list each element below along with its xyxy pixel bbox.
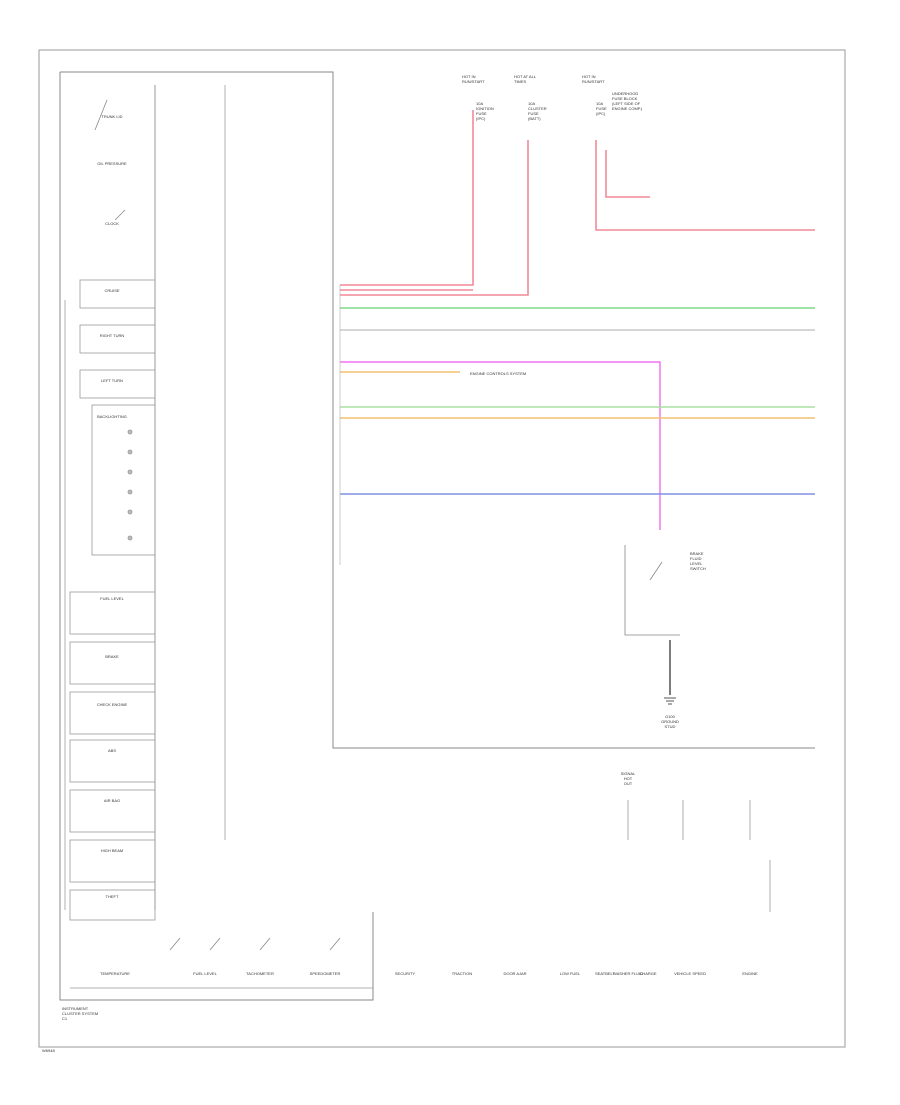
fuse-label-0: IGNITION xyxy=(476,106,494,111)
fuse-label-0: FUSE xyxy=(476,111,487,116)
fuse-note-2: (LEFT SIDE OF xyxy=(612,101,641,106)
left-component-4: RIGHT TURN xyxy=(100,333,125,338)
left-component-11: AIR BAG xyxy=(104,798,120,803)
ground-label: STUD xyxy=(665,724,676,729)
bottom-gauge-3: SPEEDOMETER xyxy=(310,971,341,976)
brake-switch-label: SWITCH xyxy=(690,566,706,571)
left-component-1: OIL PRESSURE xyxy=(97,161,127,166)
left-component-8: BRAKE xyxy=(105,654,119,659)
cluster-outline xyxy=(59,72,374,1001)
fuse-name-2: RUN/START xyxy=(582,79,605,84)
fuse-note-2: ENGINE COMP.) xyxy=(612,106,643,111)
left-component-10: ABS xyxy=(108,748,116,753)
bottom-indicator-4: SEATBELT xyxy=(595,971,615,976)
footer-id: W6948 xyxy=(42,1048,55,1053)
brake-switch-label: BRAKE xyxy=(690,551,704,556)
ground-icon xyxy=(664,697,676,705)
left-component-13: THEFT xyxy=(106,894,119,899)
bottom-indicator-2: DOOR AJAR xyxy=(503,971,526,976)
fuse-label-0: (IPC) xyxy=(476,116,486,121)
fuse-name-0: HOT IN xyxy=(462,74,476,79)
bottom-switch-icons xyxy=(169,937,341,951)
fuse-name-0: RUN/START xyxy=(462,79,485,84)
left-component-stack xyxy=(69,279,156,921)
brake-switch-label: LEVEL xyxy=(690,561,703,566)
fuse-name-1: TIMES xyxy=(514,79,527,84)
cluster-label: CLUSTER SYSTEM xyxy=(62,1011,98,1016)
right-node-label: HOT xyxy=(624,776,633,781)
left-component-2: CLOCK xyxy=(105,221,119,226)
left-component-12: HIGH BEAM xyxy=(101,848,123,853)
bottom-indicator-1: TRACTION xyxy=(452,971,473,976)
fuse-label-2: FUSE xyxy=(596,106,607,111)
fuse-label-1: CLUSTER xyxy=(528,106,547,111)
ground-label: GROUND xyxy=(661,719,679,724)
bottom-indicator-0: SECURITY xyxy=(395,971,416,976)
bottom-indicator-6: VEHICLE SPEED xyxy=(674,971,706,976)
fuse-label-2: (IPC) xyxy=(596,111,606,116)
cluster-box xyxy=(60,71,815,749)
fuse-feeds xyxy=(340,110,815,296)
fuse-label-1: FUSE xyxy=(528,111,539,116)
switch-icon xyxy=(94,99,126,221)
fuse-label-2: 10A xyxy=(596,101,603,106)
fuse-label-0: 10A xyxy=(476,101,483,106)
fuse-label-1: 10A xyxy=(528,101,535,106)
backlight-lamps xyxy=(127,429,133,541)
left-component-7: FUEL LEVEL xyxy=(100,596,124,601)
bottom-gauge-1: FUEL LEVEL xyxy=(193,971,217,976)
cluster-label: INSTRUMENT xyxy=(62,1006,89,1011)
left-component-9: CHECK ENGINE xyxy=(97,702,128,707)
bottom-indicator-8: WASHER FLUID xyxy=(613,971,643,976)
cluster-label: C1 xyxy=(62,1016,68,1021)
fuse-name-1: HOT AT ALL xyxy=(514,74,537,79)
bottom-gauge-0: TEMPERATURE xyxy=(100,971,130,976)
bottom-indicator-7: ENGINE xyxy=(742,971,758,976)
right-node-label: SIGNAL xyxy=(621,771,636,776)
page-frame xyxy=(38,49,846,1048)
right-node-label: OUT xyxy=(624,781,633,786)
cluster-wires xyxy=(340,289,815,530)
brake-switch-label: FLUID xyxy=(690,556,702,561)
connector-note: ENGINE CONTROLS SYSTEM xyxy=(470,371,526,376)
ground-label: G100 xyxy=(665,714,676,719)
bottom-gauge-2: TACHOMETER xyxy=(246,971,274,976)
left-component-6: BACKLIGHTING xyxy=(97,414,127,419)
fuse-label-1: (BATT) xyxy=(528,116,541,121)
left-component-3: CRUISE xyxy=(104,288,119,293)
left-component-0: TRUNK LID xyxy=(101,114,122,119)
bottom-indicator-3: LOW FUEL xyxy=(560,971,581,976)
brake-switch xyxy=(624,545,680,695)
fuse-note-2: UNDERHOOD xyxy=(612,91,638,96)
bottom-indicator-5: CHARGE xyxy=(639,971,656,976)
bottom-right-drops xyxy=(627,800,771,912)
fuse-name-2: HOT IN xyxy=(582,74,596,79)
fuse-note-2: FUSE BLOCK xyxy=(612,96,638,101)
left-component-5: LEFT TURN xyxy=(101,378,123,383)
